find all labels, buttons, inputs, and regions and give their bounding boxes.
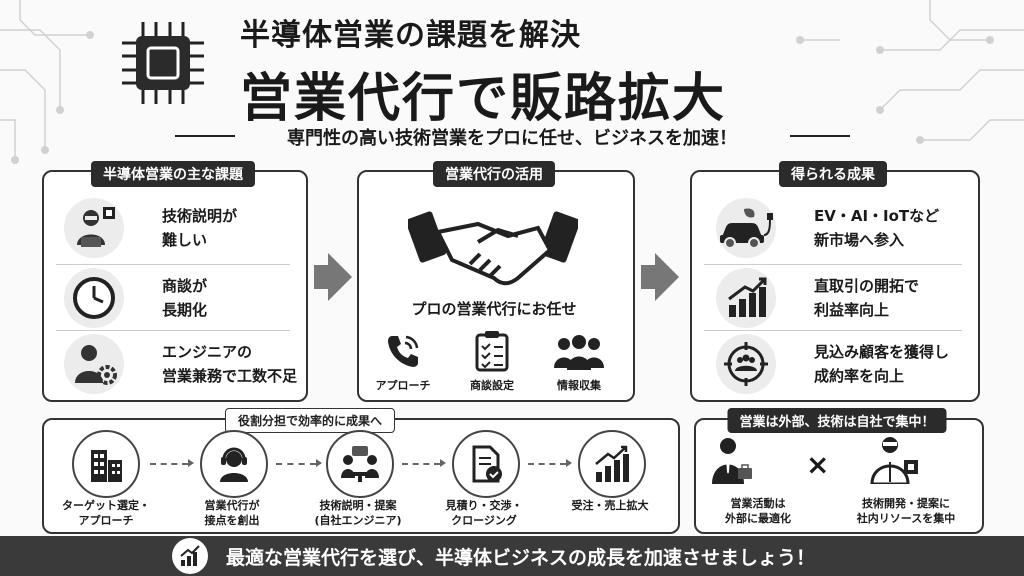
flow-heading: 役割分担で効率的に成果へ — [224, 408, 396, 433]
engineer-laptop-icon — [64, 198, 124, 258]
outsourcing-caption: プロの営業代行にお任せ — [411, 300, 577, 318]
target-people-icon — [716, 334, 776, 394]
document-check-icon — [452, 430, 520, 498]
focus-left-label: 営業活動は 外部に最適化 — [725, 497, 791, 525]
result-item-text: 直取引の開拓で 利益率向上 — [814, 277, 920, 319]
subtitle-rule-right — [790, 135, 850, 137]
result-item-text: 見込み顧客を獲得し 成約率を向上 — [814, 343, 950, 385]
electric-car-icon — [716, 198, 776, 258]
flow-connector-head — [316, 459, 322, 467]
building-icon — [72, 430, 140, 498]
people-icon — [552, 334, 606, 376]
service-label: 情報収集 — [557, 379, 601, 392]
focus-heading: 営業は外部、技術は自社で集中！ — [727, 408, 947, 433]
result-item-text: EV・AI・IoTなど 新市場へ参入 — [814, 207, 940, 249]
footer-banner: 最適な営業代行を選び、半導体ビジネスの成長を加速させましょう！ — [0, 536, 1024, 576]
results-heading: 得られる成果 — [779, 161, 887, 187]
flow-connector — [150, 463, 188, 465]
headset-agent-icon — [200, 430, 268, 498]
growth-chart-icon — [716, 268, 776, 328]
flow-connector-head — [440, 459, 446, 467]
times-symbol: × — [806, 448, 830, 481]
challenges-divider — [56, 330, 290, 331]
chip-icon — [118, 18, 208, 108]
growth-badge-icon — [172, 538, 208, 574]
flow-step-label: 受注・売上拡大 — [571, 499, 649, 512]
meeting-icon — [326, 430, 394, 498]
circuit-decoration-left — [0, 0, 94, 164]
challenges-divider — [56, 264, 290, 265]
challenge-item-text: 商談が 長期化 — [162, 277, 208, 319]
flow-step-label: 営業代行が 接点を創出 — [204, 499, 260, 527]
flow-connector — [276, 463, 316, 465]
outsourcing-heading: 営業代行の活用 — [433, 161, 555, 187]
page-subtitle: 専門性の高い技術営業をプロに任せ、ビジネスを加速！ — [0, 124, 1024, 150]
focus-right-label: 技術開発・提案に 社内リソースを集中 — [856, 497, 956, 525]
flow-connector-head — [566, 459, 572, 467]
challenge-item-text: エンジニアの 営業兼務で工数不足 — [162, 343, 298, 385]
flow-connector — [402, 463, 440, 465]
engineer-chip-icon — [868, 434, 922, 488]
flow-step-label: 見積り・交渉・ クロージング — [445, 499, 523, 527]
businessperson-icon — [708, 436, 754, 488]
circuit-decoration-right — [796, 0, 1024, 144]
flow-connector-head — [188, 459, 194, 467]
results-divider — [704, 330, 962, 331]
flow-step-label: 技術説明・提案 (自社エンジニア) — [314, 499, 402, 527]
service-label: 商談設定 — [470, 379, 514, 392]
footer-text: 最適な営業代行を選び、半導体ビジネスの成長を加速させましょう！ — [226, 547, 816, 569]
phone-icon — [384, 332, 422, 374]
flow-step-label: ターゲット選定・ アプローチ — [62, 499, 150, 527]
subtitle-rule-left — [175, 135, 235, 137]
arrow-right-icon — [314, 253, 352, 301]
results-divider — [704, 264, 962, 265]
service-label: アプローチ — [375, 379, 431, 392]
engineer-gear-icon — [64, 334, 124, 394]
challenges-heading: 半導体営業の主な課題 — [91, 161, 255, 187]
handshake-icon — [405, 202, 581, 296]
challenge-item-text: 技術説明が 難しい — [162, 207, 238, 249]
rising-bars-icon — [578, 430, 646, 498]
clipboard-icon — [474, 330, 510, 376]
clock-icon — [64, 268, 124, 328]
page-title-line2: 営業代行で販路拡大 — [240, 69, 727, 129]
page-title-line1: 半導体営業の課題を解決 — [240, 18, 581, 53]
flow-connector — [528, 463, 566, 465]
arrow-right-icon — [641, 253, 679, 301]
